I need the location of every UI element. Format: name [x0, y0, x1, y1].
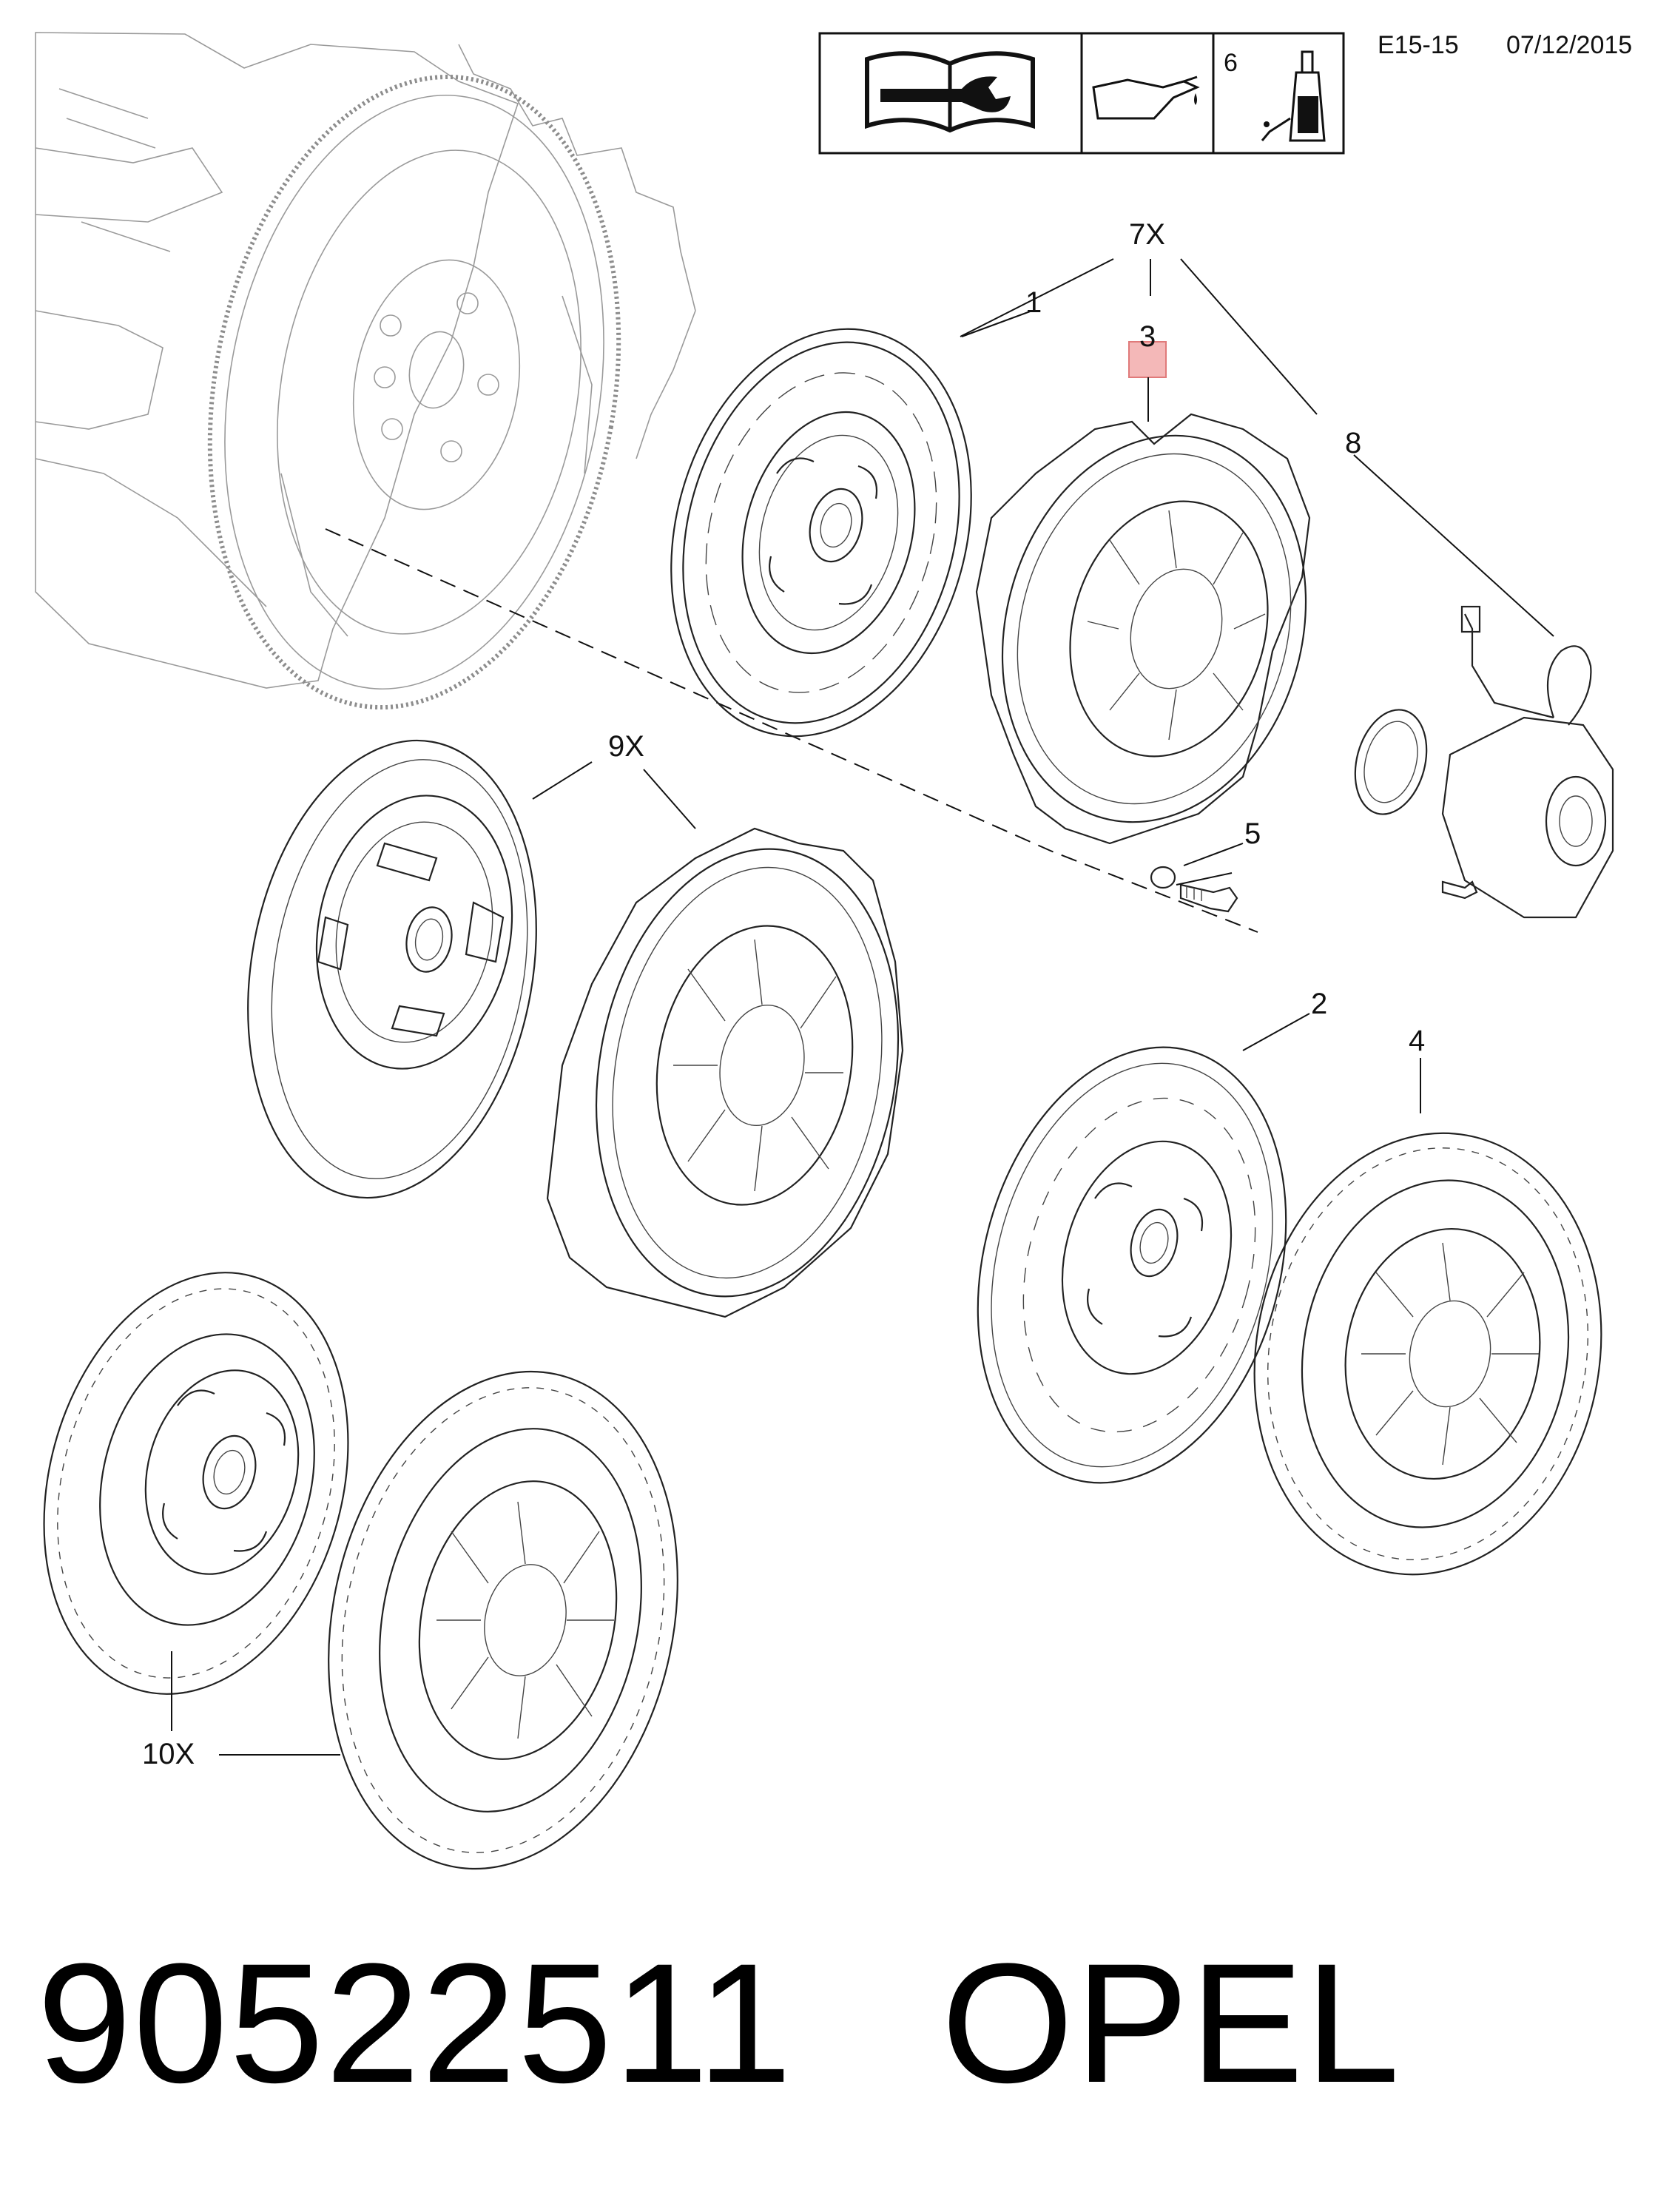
callout-1: 1	[1025, 286, 1042, 319]
callout-3: 3	[1139, 320, 1156, 353]
clutch-disc-2	[977, 1046, 1287, 1484]
callout-2: 2	[1311, 988, 1327, 1020]
manual-wrench-icon	[865, 51, 1035, 133]
slave-cylinder-8	[1354, 605, 1614, 919]
callout-4: 4	[1409, 1025, 1425, 1057]
brand-name: OPEL	[941, 1928, 1401, 2118]
pressure-plate-4	[1253, 1132, 1602, 1576]
callout-7x: 7X	[1129, 218, 1165, 251]
callout-10x: 10X	[142, 1738, 195, 1770]
bolt-5	[1150, 866, 1238, 913]
oil-can-icon	[1092, 75, 1200, 120]
alignment-line	[325, 528, 1258, 933]
callout-9x: 9X	[608, 730, 644, 763]
leader-lines	[171, 258, 1554, 1756]
fluid-bottle-icon	[1261, 50, 1326, 142]
part-3-highlight	[1128, 341, 1167, 378]
diagram-code: E15-15	[1378, 31, 1459, 59]
pressure-plate-9x	[546, 827, 904, 1318]
pressure-plate-10x	[328, 1370, 678, 1870]
clutch-disc-10x	[43, 1272, 349, 1695]
part-number: 90522511	[37, 1928, 794, 2118]
clutch-disc-9x	[247, 739, 537, 1199]
box-number: 6	[1224, 49, 1238, 77]
header-icon-box: 6	[818, 32, 1345, 155]
diagram-date: 07/12/2015	[1506, 31, 1632, 59]
callout-5: 5	[1244, 817, 1261, 850]
engine-flywheel	[35, 32, 696, 710]
callout-8: 8	[1345, 427, 1361, 459]
pressure-plate-3	[975, 413, 1311, 845]
clutch-disc-1	[670, 328, 972, 738]
